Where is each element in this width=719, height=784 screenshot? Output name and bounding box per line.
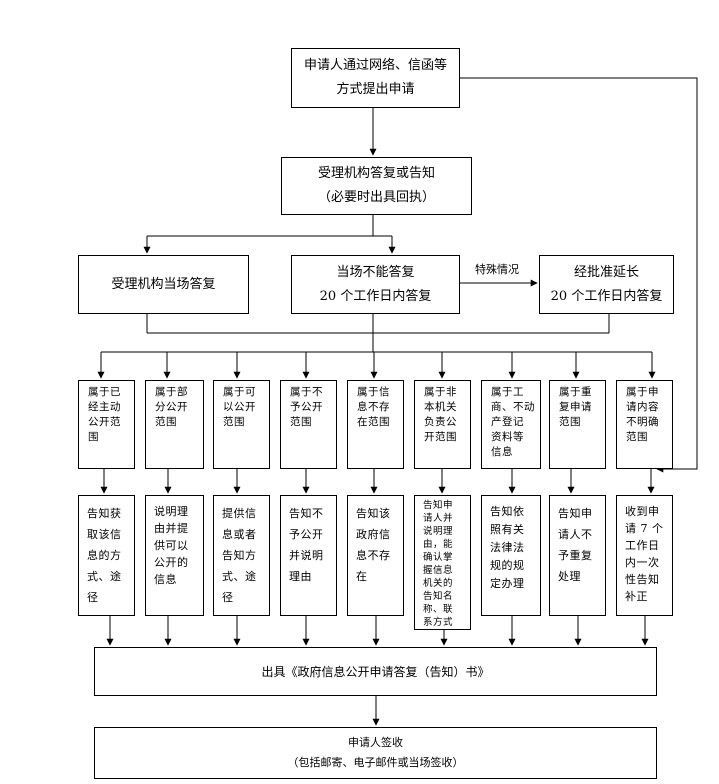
category-box: 属于工 商、不动 产登记 资料等 信息 <box>481 380 541 469</box>
result-box: 告知不 予公开 并说明 理由 <box>280 495 337 616</box>
immediate-reply-node: 受理机构当场答复 <box>78 255 249 314</box>
applicant-sign-node: 申请人签收 （包括邮寄、电子邮件或当场签收） <box>94 727 657 779</box>
accept-node: 受理机构答复或告知 （必要时出具回执） <box>281 157 472 215</box>
category-box: 属于已 经主动 公开范 围 <box>78 380 135 469</box>
result-box: 告知申 请人并 说明理 由，能 确认掌 握信息 机关的 告知名 称、联 系方式 <box>414 495 471 630</box>
category-box: 属于信 息不存 在范围 <box>347 380 404 469</box>
category-box: 属于部 分公开 范围 <box>145 380 204 469</box>
result-box: 告知依 照有关 法律法 规的规 定办理 <box>481 495 541 616</box>
result-box: 说明理 由并提 供可以 公开的 信息 <box>145 495 204 616</box>
result-box: 告知申 请人不 予重复 处理 <box>549 495 606 616</box>
category-box: 属于申 请内容 不明确 范围 <box>616 380 673 469</box>
category-box: 属于重 复申请 范围 <box>549 380 606 469</box>
extended-reply-node: 经批准延长 20 个工作日内答复 <box>539 255 674 314</box>
delayed-reply-node: 当场不能答复 20 个工作日内答复 <box>291 255 460 314</box>
issue-reply-node: 出具《政府信息公开申请答复（告知）书》 <box>94 647 657 696</box>
result-box: 告知获 取该信 息的方 式、途径 <box>78 495 135 616</box>
result-box: 收到申 请 7 个 工作日 内一次 性告知 补正 <box>616 495 673 616</box>
result-box: 提供信 息或者 告知方 式、途径 <box>213 495 270 616</box>
result-box: 告知该 政府信 息不存 在 <box>347 495 404 616</box>
special-case-label: 特殊情况 <box>475 263 519 276</box>
start-node: 申请人通过网络、信函等 方式提出申请 <box>291 48 460 108</box>
category-box: 属于非 本机关 负责公 开范围 <box>414 380 471 469</box>
category-box: 属于可 以公开 范围 <box>213 380 270 469</box>
category-box: 属于不 予公开 范围 <box>280 380 337 469</box>
arrow-loop-to-unclear <box>460 77 698 473</box>
